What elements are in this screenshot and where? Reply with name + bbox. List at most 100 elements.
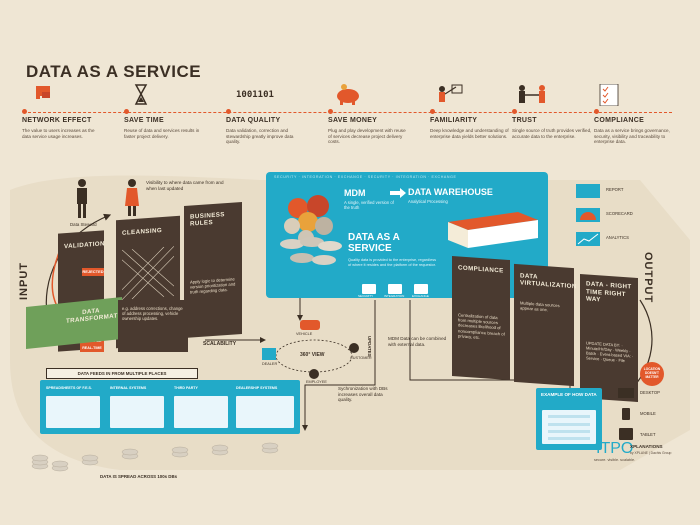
- device-desktop-label: DESKTOP: [640, 390, 660, 395]
- employee-icon: [309, 369, 319, 379]
- view-customer-label: CUSTOMER: [350, 356, 372, 360]
- compliance-desc: Centralization of data from multiple sou…: [458, 312, 505, 340]
- itpo-tagline: secure. visible. scalable.: [594, 458, 636, 462]
- benefit-save-time: SAVE TIME Reuse of data and services res…: [124, 84, 206, 139]
- analyst-figure: [125, 179, 139, 216]
- benefit-desc: Plug and play development with reuse of …: [328, 128, 406, 145]
- tablet-icon: [619, 428, 633, 440]
- benefit-desc: Data validation, correction and stewards…: [226, 128, 294, 145]
- feeds-panel: SPREADSHEETS OF F.E.S. INTERNAL SYSTEMS …: [40, 380, 300, 434]
- benefit-desc: Single source of truth provides verified…: [512, 128, 592, 139]
- benefit-title: COMPLIANCE: [594, 117, 645, 124]
- view-dealer-label: DEALER: [262, 362, 278, 366]
- daas-title: DATA AS A SERVICE: [348, 232, 400, 254]
- benefit-title: SAVE TIME: [124, 117, 164, 124]
- page-title: DATA AS A SERVICE: [26, 62, 202, 81]
- exchange-tab-icon: [414, 284, 428, 294]
- benefit-save-money: SAVE MONEY Plug and play development wit…: [328, 84, 410, 144]
- updates-label: UPDATES: [367, 336, 372, 357]
- spreadsheet-icon: [46, 396, 100, 428]
- integration-tab-icon: [388, 284, 402, 294]
- security-strip: SECURITY · INTEGRATION · EXCHANGE · SECU…: [274, 175, 457, 179]
- database-stacks: [31, 442, 279, 472]
- binary-text: 1001101: [236, 90, 274, 100]
- checklist-icon: [594, 83, 676, 107]
- example-form: [542, 410, 596, 444]
- location-badge: LOCATION DOESN'T MATTER: [640, 362, 664, 386]
- timeline-dot: [124, 109, 129, 114]
- transformation-desc-card: e.g. address corrections, change of addr…: [118, 300, 188, 352]
- feeds-title: DATA FEEDS IN FROM MULTIPLE PLACES: [46, 368, 198, 379]
- virtualization-title: DATA VIRTUALIZATION: [520, 272, 577, 291]
- sync-note: Sychronization with DBs increases overal…: [338, 386, 388, 403]
- dealership-icon: [236, 396, 294, 428]
- virtualization-card: DATA VIRTUALIZATION Multiple data source…: [514, 263, 577, 387]
- device-mobile-label: MOBILE: [640, 411, 656, 416]
- business-rules-desc: Apply logic to determine version priorit…: [190, 276, 236, 296]
- example-title: EXAMPLE OF HOW DATA: [541, 392, 597, 397]
- benefit-familiarity: FAMILIARITY Deep knowledge and understan…: [430, 84, 512, 139]
- compliance-title: COMPLIANCE: [458, 264, 504, 275]
- mobile-icon: [622, 408, 630, 420]
- scalability-label: SCALABILITY: [203, 341, 237, 347]
- mesh-filter-icon: [122, 246, 174, 300]
- output-label: OUTPUT: [642, 252, 654, 304]
- compliance-card: COMPLIANCE Centralization of data from m…: [452, 255, 510, 381]
- timeline-dot: [430, 109, 435, 114]
- benefit-trust: TRUST Single source of truth provides ve…: [512, 84, 594, 139]
- feed-internal-label: INTERNAL SYSTEMS: [110, 386, 147, 390]
- internal-systems-icon: [110, 396, 164, 428]
- timeline-dot: [226, 109, 231, 114]
- timeline-dot: [594, 109, 599, 114]
- spread-note: DATA IS SPREAD ACROSS 100s DBs: [100, 474, 178, 479]
- view-360-diagram: [262, 320, 359, 379]
- mdm-title: MDM: [344, 188, 366, 198]
- transformation-desc: e.g. address corrections, change of addr…: [122, 306, 183, 322]
- presenter-icon: [430, 84, 512, 106]
- transformation-title: DATA TRANSFORMATION: [66, 307, 130, 325]
- business-rules-card: BUSINESS RULES Apply logic to determine …: [184, 201, 242, 339]
- megaphone-icon: [22, 84, 104, 106]
- cleansing-card: CLEANSING: [116, 215, 180, 349]
- right-time-title: DATA - RIGHT TIME RIGHT WAY: [586, 280, 632, 304]
- data-steward-figure: [77, 179, 87, 218]
- devices-icons: [618, 388, 634, 440]
- rejected-badge: REJECTED: [82, 268, 104, 276]
- benefit-title: TRUST: [512, 117, 537, 124]
- hub-tab-exchange: EXCHANGE: [412, 294, 429, 298]
- dw-desc: Analytical Processing: [408, 199, 448, 204]
- timeline-dot: [22, 109, 27, 114]
- warehouse-icon: [448, 212, 538, 248]
- right-time-card: DATA - RIGHT TIME RIGHT WAY UPDATE DATA …: [580, 273, 638, 403]
- device-tablet-label: TABLET: [640, 432, 656, 437]
- binary-icon: 1001101: [226, 84, 308, 106]
- mdm-combined-note: MDM Data can be combined with external d…: [388, 336, 447, 347]
- daas-desc: Quality data is provided to the enterpri…: [348, 258, 437, 267]
- hub-tab-integration: INTEGRATION: [384, 294, 405, 298]
- right-time-desc: UPDATE DATA BY: · Minute/Hr/Day · Weekly…: [586, 340, 634, 364]
- feed-dealership-label: DEALERSHIP SYSTEMS: [236, 386, 278, 390]
- benefit-title: DATA QUALITY: [226, 117, 281, 124]
- scorecard-icon: [576, 208, 600, 222]
- arrow-right-icon: [390, 188, 406, 198]
- credit-title: XPLANATIONS: [630, 444, 663, 449]
- dw-title: DATA WAREHOUSE: [408, 187, 493, 197]
- cleansing-title: CLEANSING: [122, 227, 163, 237]
- benefit-desc: The value to users increases as the data…: [22, 128, 95, 139]
- input-label: INPUT: [18, 262, 30, 300]
- timeline-dot: [328, 109, 333, 114]
- handshake-icon: [512, 84, 594, 106]
- database-disks-icon: [280, 237, 342, 265]
- timeline-line: [28, 112, 672, 113]
- feed-third-party-label: THIRD PARTY: [174, 386, 198, 390]
- security-tab-icon: [362, 284, 376, 294]
- benefits-strip: NETWORK EFFECT The value to users increa…: [22, 83, 678, 160]
- itpo-logo: ITPO: [596, 440, 634, 457]
- analytics-icon: [576, 232, 600, 246]
- validation-title: VALIDATION: [64, 240, 105, 251]
- benefit-desc: Deep knowledge and understanding of ente…: [430, 128, 509, 139]
- benefit-title: SAVE MONEY: [328, 117, 378, 124]
- benefit-desc: Reuse of data and services results in fa…: [124, 128, 200, 139]
- benefit-title: FAMILIARITY: [430, 117, 478, 124]
